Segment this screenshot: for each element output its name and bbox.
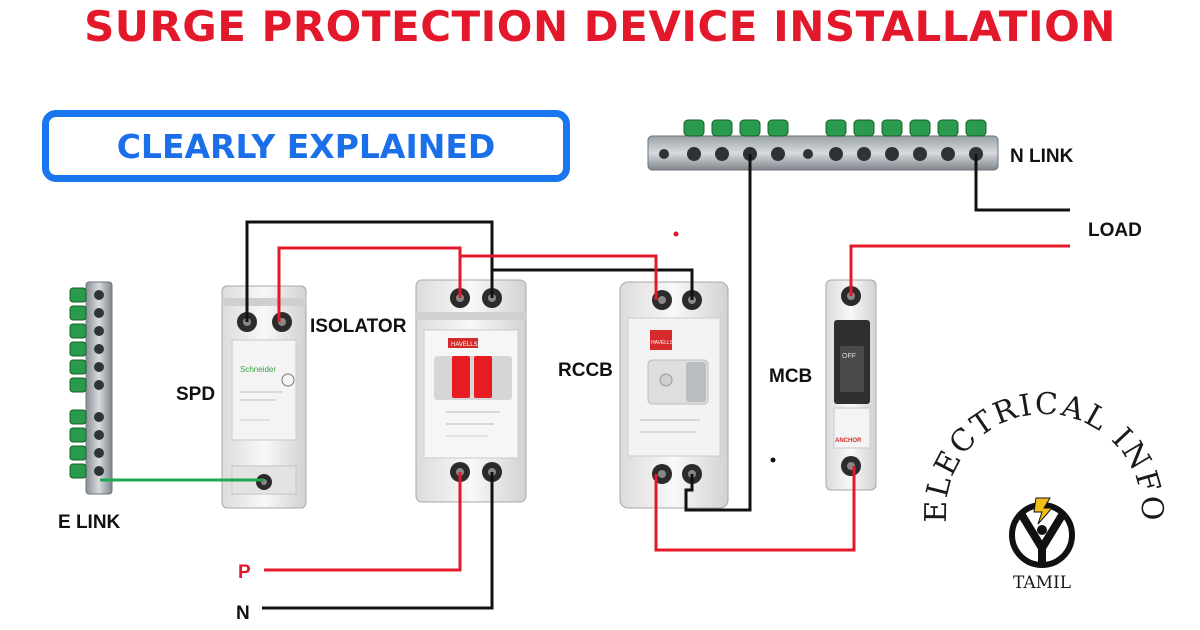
isolator-brand: HAVELLS	[451, 342, 478, 348]
black-dot-marker	[770, 457, 776, 463]
rccb-brand: HAVELLS	[651, 340, 674, 346]
isolator-device: HAVELLS	[415, 279, 527, 503]
n-link-screws	[683, 119, 987, 137]
rccb-device: HAVELLS	[619, 281, 729, 509]
e-link-busbar	[69, 281, 113, 495]
mcb-device: OFF ANCHOR	[825, 279, 877, 491]
n-link-busbar	[647, 119, 999, 171]
e-link-label: E LINK	[58, 512, 121, 533]
neutral-wires	[245, 154, 1070, 610]
page-title: SURGE PROTECTION DEVICE INSTALLATION	[84, 2, 1116, 51]
electrical-info-logo: ELECTRICAL INFO TAMIL	[919, 387, 1167, 593]
load-label: LOAD	[1088, 220, 1142, 241]
mcb-brand: ANCHOR	[835, 438, 862, 444]
spd-label: SPD	[176, 384, 215, 405]
spd-device: Schneider	[221, 285, 307, 509]
mcb-off-label: OFF	[842, 353, 856, 360]
rccb-label: RCCB	[558, 360, 613, 381]
mcb-label: MCB	[769, 366, 812, 387]
phase-label: P	[238, 562, 251, 583]
spd-brand: Schneider	[240, 365, 276, 374]
isolator-label: ISOLATOR	[310, 316, 407, 337]
phase-wires	[264, 244, 1070, 572]
red-dot-marker	[673, 231, 679, 237]
e-link-screws	[69, 287, 87, 479]
clearly-explained-badge: CLEARLY EXPLAINED	[42, 110, 570, 182]
neutral-label: N	[236, 603, 250, 624]
logo-sub-text: TAMIL	[1013, 573, 1071, 593]
n-link-label: N LINK	[1010, 146, 1074, 167]
